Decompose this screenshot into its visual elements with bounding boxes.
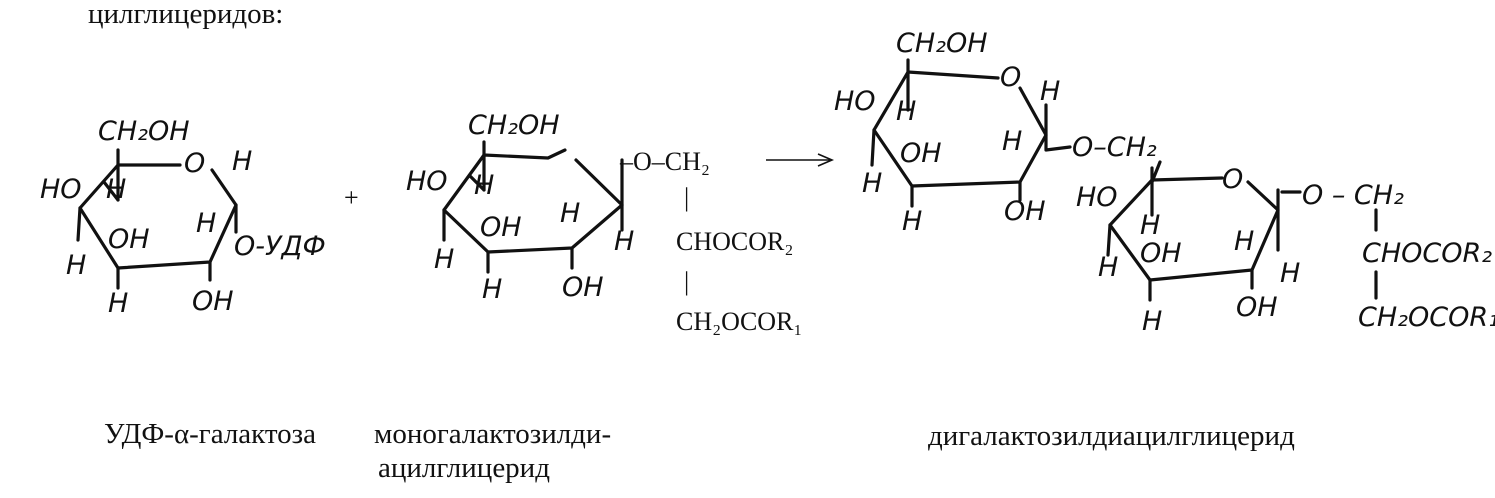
mgdg-chocor2: CHOCOR₂ [676,227,793,256]
heading-fragment: цилглицеридов: [88,0,284,30]
udp-galactose-oh3: OH [108,224,150,255]
dgdg-upper-ring-edges [870,58,1072,208]
udp-galactose-o-udp: O-УДФ [234,231,326,262]
udp-galactose-h2: H [196,208,216,239]
mgdg-ring-edges [442,140,624,274]
udp-galactose-ch2oh: CH₂OH [98,116,190,147]
dgdg-upper-h4: H [896,96,916,127]
udp-galactose-h-anomeric: H [232,146,252,177]
dgdg-upper-ring [872,70,1048,188]
udp-galactose-h3: H [108,288,128,319]
udp-galactose-label: УДФ-α-галактоза [104,418,316,450]
dgdg-lower-oh2: OH [1236,292,1278,323]
dgdg-upper-h4b: H [862,168,882,199]
dgdg-lower-ho: HO [1076,182,1118,213]
dgdg-lower-ring [1108,176,1280,282]
dgdg-ch2ocor1: CH₂OCOR₁ [1358,302,1495,333]
mgdg-oh3: OH [480,212,522,243]
udp-galactose-h4: H [106,174,126,205]
mgdg-h3: H [482,274,502,305]
dgdg-upper-oh2: OH [1004,196,1046,227]
mgdg-ho: HO [406,166,448,197]
dgdg-upper-h3: H [902,206,922,237]
dgdg-label: дигалактозилдиацилглицерид [928,420,1295,452]
udp-galactose-oh2: OH [192,286,234,317]
mgdg-bar-1: | [684,183,689,212]
plus-sign: + [344,183,359,212]
dgdg-link-o-ch2: O–CH₂ [1072,132,1157,163]
dgdg-upper-ho: HO [834,86,876,117]
mgdg-o-ch2: –O–CH₂ [619,147,710,176]
mgdg-oh2: OH [562,272,604,303]
mgdg-h1: H [614,226,634,257]
udp-galactose-ring [78,163,238,270]
mgdg-ring [442,148,624,254]
mgdg-h2: H [560,198,580,229]
mgdg-h4: H [474,170,494,201]
dgdg-lower-h1: H [1280,258,1300,289]
dgdg-structure: CH₂OH O H HO H OH H O–CH₂ H H OH O HO H … [834,28,1495,337]
mgdg-h4b: H [434,244,454,275]
dgdg-upper-h1: H [1040,76,1060,107]
mgdg-structure: CH₂OH HO H OH H H H OH H –O–CH₂ | CHOCOR… [406,110,802,336]
dgdg-upper-ch2oh: CH₂OH [896,28,988,59]
dgdg-upper-ring-o: O [1000,62,1021,93]
udp-galactose-ring-edges [76,148,238,290]
dgdg-lower-h2: H [1234,226,1254,257]
udp-galactose-structure: CH₂OH O H HO H OH H O-УДФ H H OH [40,116,326,319]
dgdg-chocor2: CHOCOR₂ [1362,238,1492,269]
dgdg-lower-h4: H [1140,210,1160,241]
udp-galactose-h4b: H [66,250,86,281]
dgdg-lower-oh3: OH [1140,238,1182,269]
mgdg-ch2oh: CH₂OH [468,110,560,141]
mgdg-label-line1: моногалактозилди- [374,418,612,450]
reaction-arrow-head [817,153,835,167]
mgdg-bar-2: | [684,267,689,296]
dgdg-o-ch2: O – CH₂ [1302,180,1404,211]
dgdg-lower-ring-edges [1106,166,1302,302]
dgdg-lower-h4b: H [1098,252,1118,283]
mgdg-ch2ocor1: CH₂OCOR₁ [676,307,802,336]
dgdg-lower-ring-o: O [1222,164,1243,195]
udp-galactose-ring-o: O [184,148,205,179]
dgdg-upper-h2: H [1002,126,1022,157]
mgdg-label-line2: ацилглицерид [378,452,550,484]
dgdg-lower-h3: H [1142,306,1162,337]
udp-galactose-ho: HO [40,174,82,205]
dgdg-upper-oh3: OH [900,138,942,169]
